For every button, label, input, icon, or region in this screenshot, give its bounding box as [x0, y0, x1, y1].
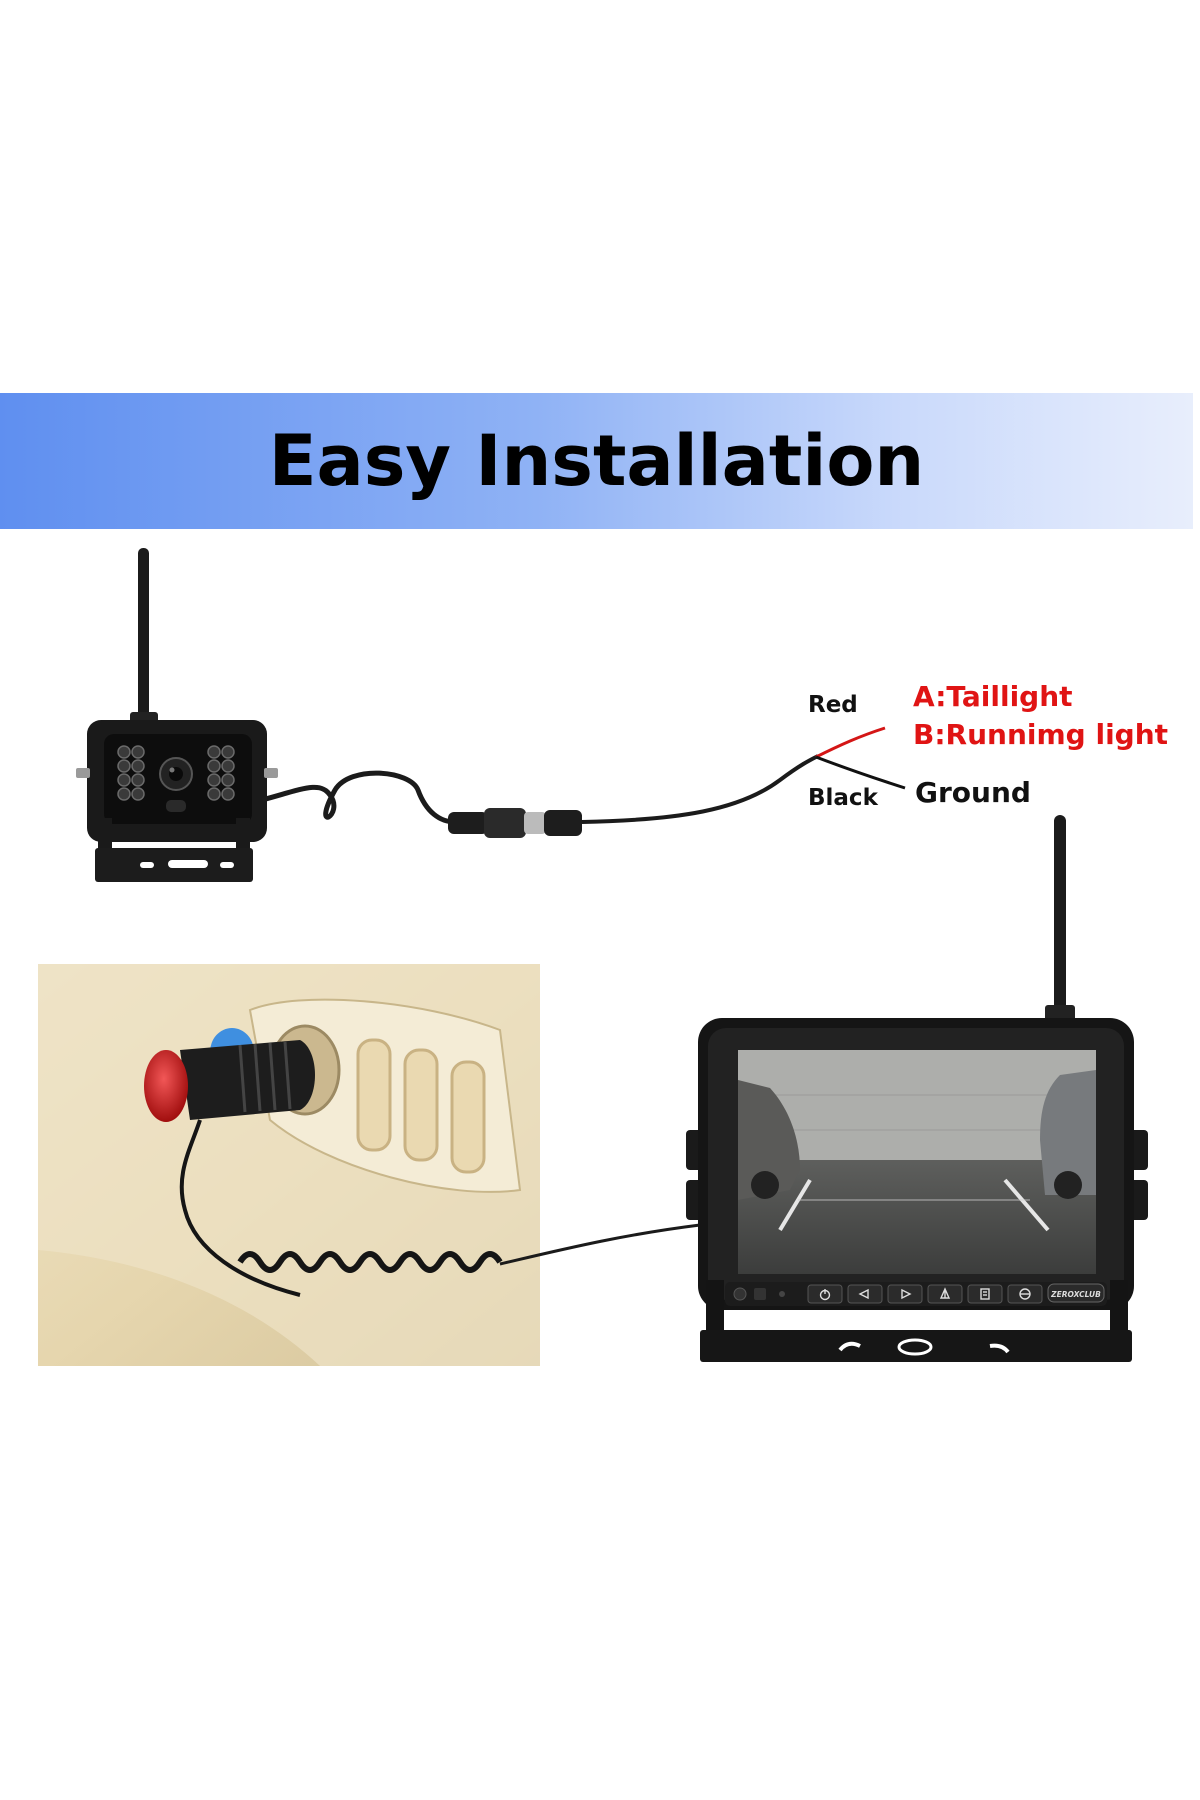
camera-cable [261, 770, 456, 825]
black-wire [815, 755, 906, 790]
ir-leds-left [117, 745, 145, 801]
camera-antenna [138, 548, 149, 726]
page-title: Easy Installation [268, 420, 925, 502]
red-wire-label: Red [808, 692, 858, 718]
red-wire [815, 726, 886, 759]
title-banner: Easy Installation [0, 393, 1193, 529]
ground-label: Ground [915, 776, 1031, 809]
monitor-antenna [1054, 815, 1066, 1025]
monitor-screen [738, 1050, 1096, 1274]
cable-connector [448, 808, 582, 838]
taillight-label: A:Taillight [913, 680, 1073, 713]
running-light-label: B:Runnimg light [913, 718, 1169, 751]
right-arrow-icon[interactable] [901, 1288, 912, 1300]
monitor-brand: ZEROXCLUB [1050, 1290, 1101, 1299]
red-led-cap [144, 1050, 188, 1122]
left-arrow-icon[interactable] [858, 1288, 869, 1300]
mirror-icon[interactable] [939, 1287, 951, 1299]
coiled-cord [237, 1251, 503, 1273]
wireless-monitor: ZEROXCLUB [686, 815, 1148, 1362]
menu-icon[interactable] [980, 1288, 990, 1300]
backup-camera [76, 548, 278, 882]
ir-leds-right [207, 745, 235, 801]
monitor-button-row [807, 1284, 1043, 1304]
split-icon[interactable] [1019, 1288, 1031, 1300]
black-wire-label: Black [808, 785, 878, 811]
lighter-plug-photo [38, 964, 701, 1366]
power-icon[interactable] [819, 1289, 831, 1301]
power-cable [581, 754, 819, 824]
